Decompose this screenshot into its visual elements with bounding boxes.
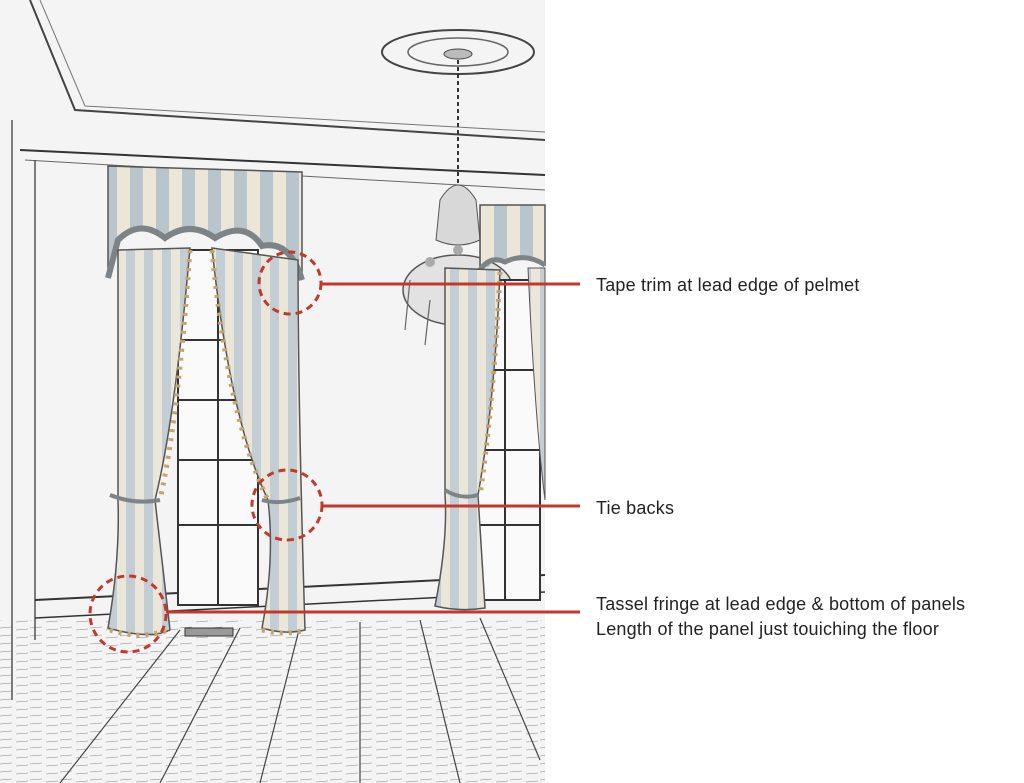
leader-lines	[166, 282, 580, 614]
floor-vent	[184, 627, 234, 637]
callout-tie-backs-label: Tie backs	[596, 498, 675, 518]
callout-fringe-line1: Tassel fringe at lead edge & bottom of p…	[596, 594, 966, 614]
callout-fringe-label: Tassel fringe at lead edge & bottom of p…	[596, 592, 965, 642]
pelmet-tape-trim	[105, 225, 305, 281]
pelmet-callout-circle	[257, 250, 323, 316]
fringe-callout-circle	[88, 574, 168, 654]
callout-fringe-line2: Length of the panel just touiching the f…	[596, 619, 940, 639]
right-curtain	[434, 204, 547, 611]
left-pelmet	[105, 165, 305, 281]
left-tie-back	[109, 493, 161, 504]
right-tie-back	[261, 496, 301, 505]
callout-pelmet-label: Tape trim at lead edge of pelmet	[596, 275, 860, 295]
